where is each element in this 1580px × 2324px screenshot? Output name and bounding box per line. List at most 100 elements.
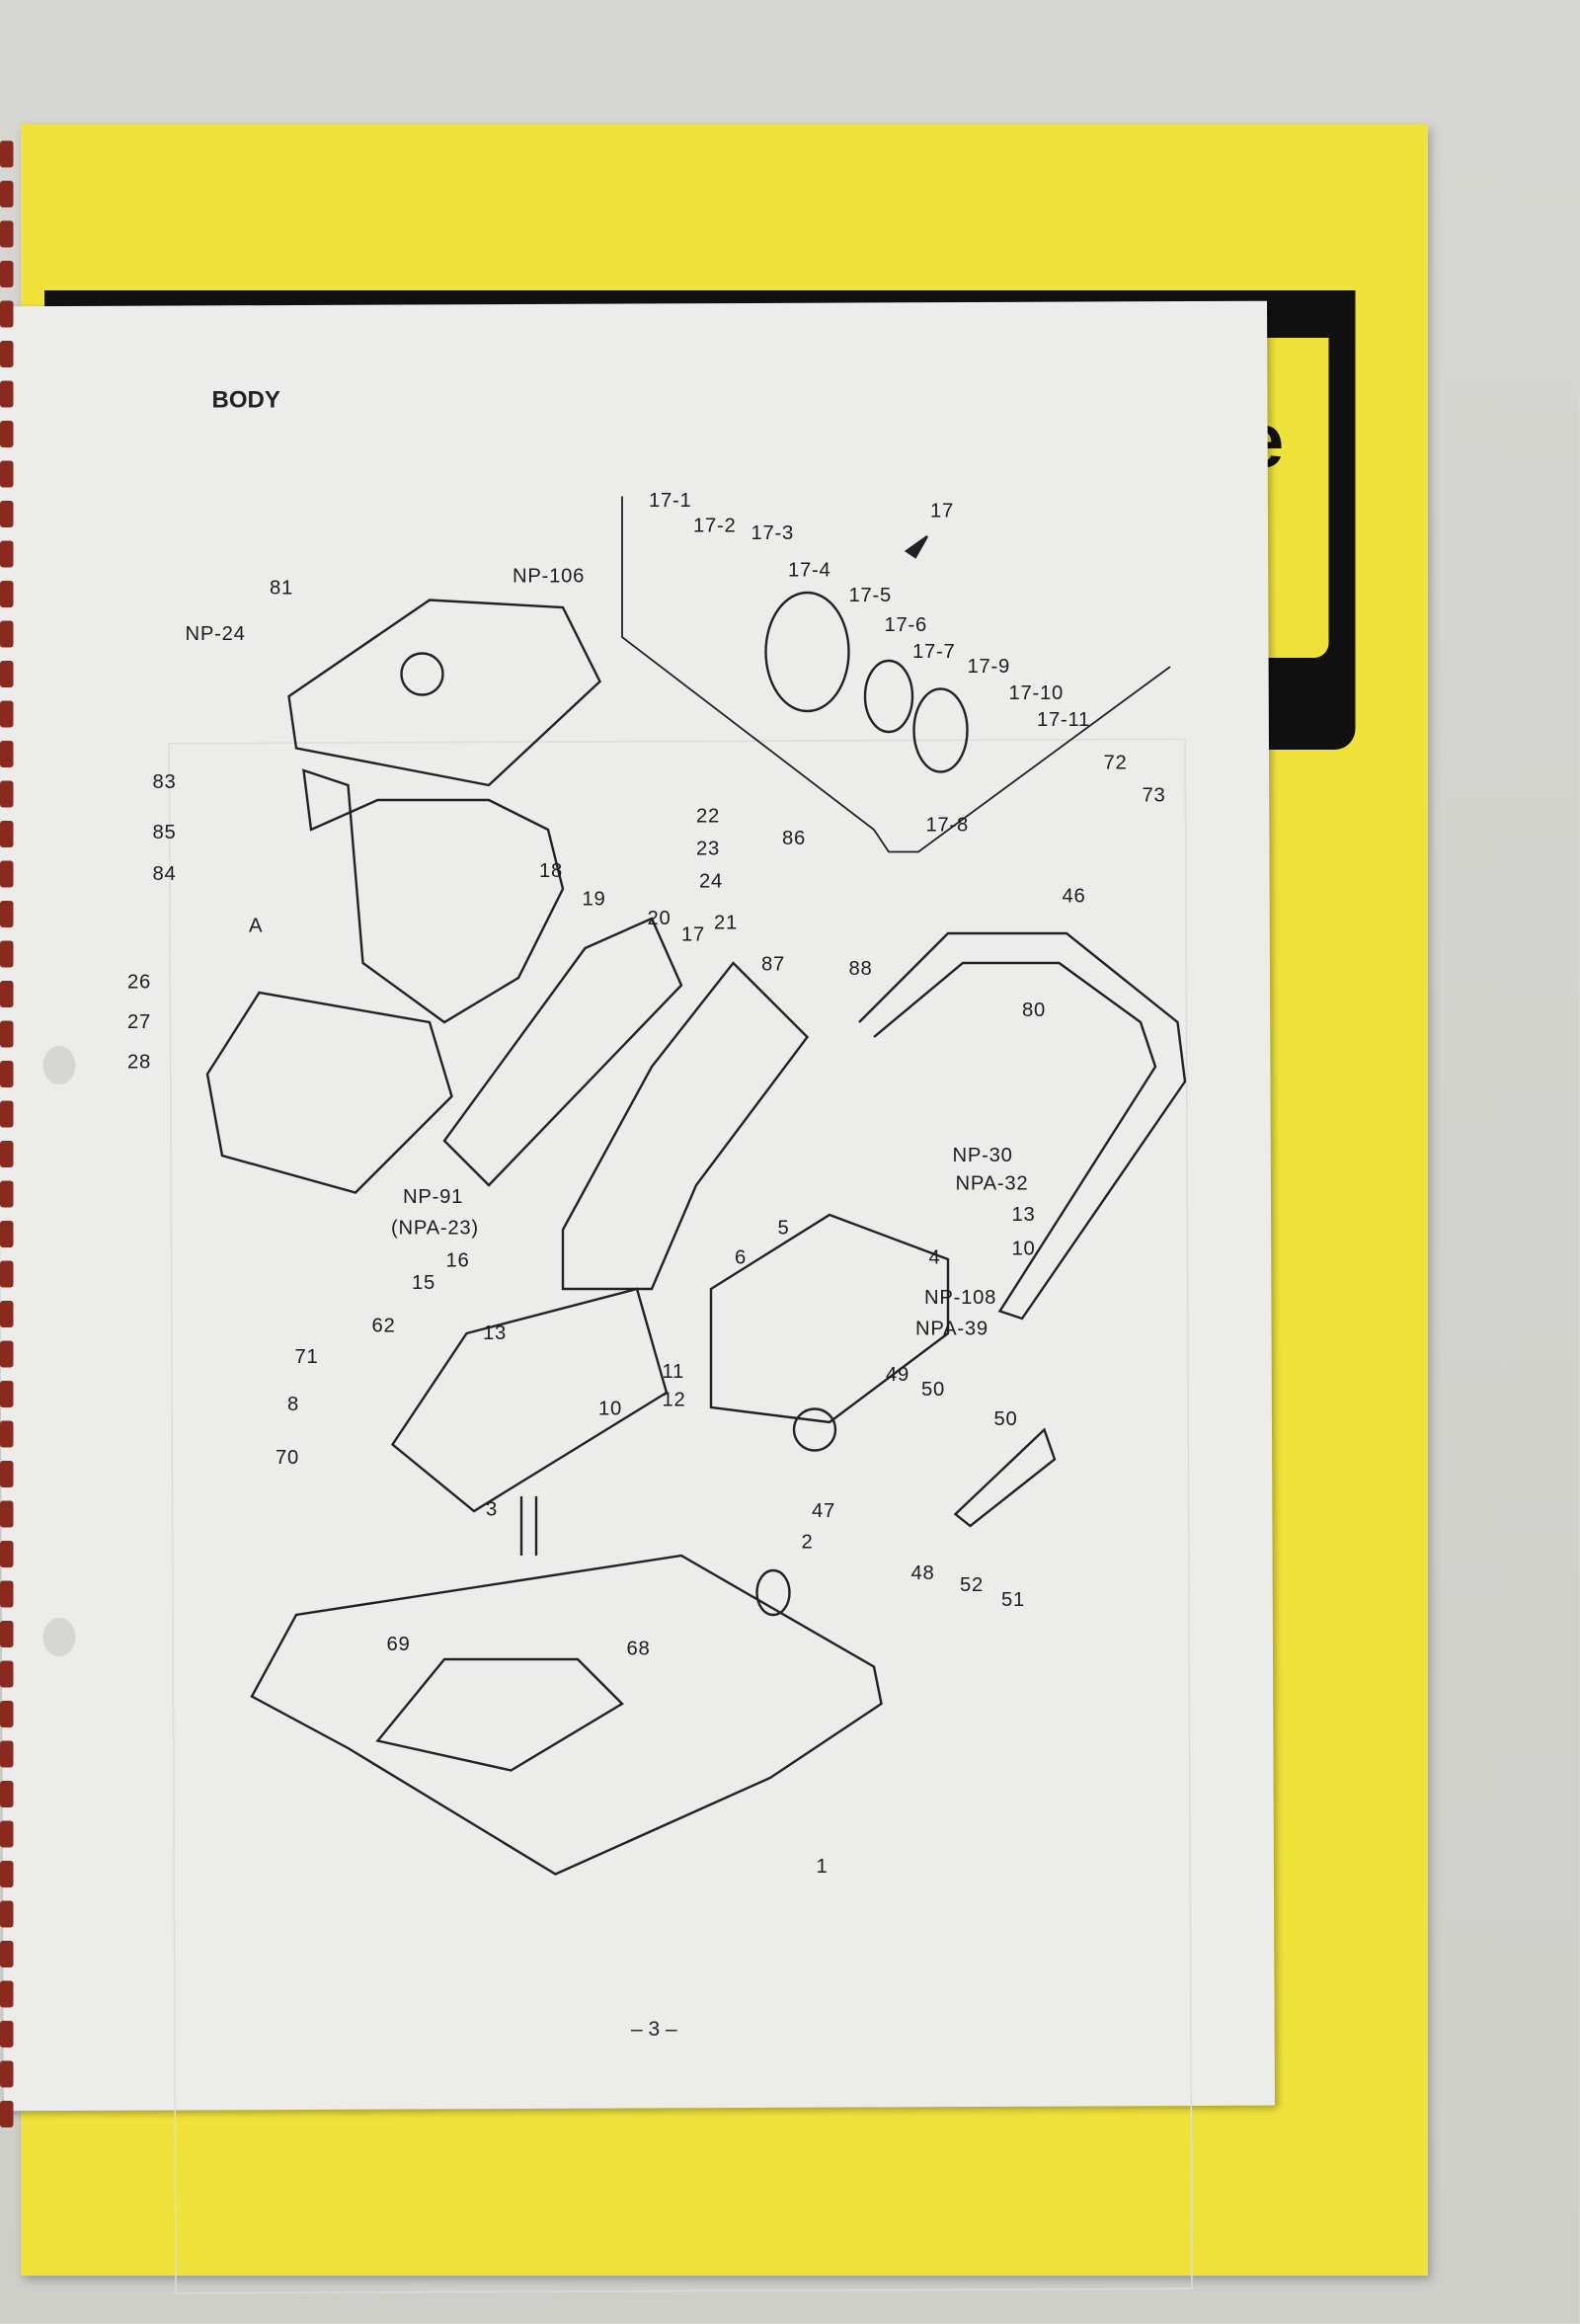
spiral-ring	[0, 1541, 14, 1567]
leader-line	[621, 496, 1171, 853]
callout-label: 1	[816, 1855, 829, 1878]
callout-label: 17-3	[750, 521, 795, 544]
base-plate-window	[375, 1657, 624, 1772]
callout-label: 70	[276, 1446, 300, 1469]
spiral-ring	[0, 1340, 14, 1368]
callout-label: 86	[782, 827, 807, 849]
callout-label: 88	[848, 957, 873, 980]
callout-label: 22	[696, 804, 721, 828]
callout-label: 47	[812, 1499, 836, 1522]
callout-label: 46	[1062, 884, 1086, 908]
spiral-ring	[0, 981, 14, 1007]
callout-label: 17	[930, 499, 955, 522]
callout-label: 11	[662, 1360, 685, 1383]
arrow-icon	[904, 535, 929, 559]
spiral-ring	[0, 1740, 14, 1768]
callout-label: 69	[386, 1633, 411, 1655]
callout-label: 21	[714, 911, 739, 934]
callout-label: 48	[910, 1562, 935, 1584]
spiral-ring	[0, 581, 14, 607]
guide-frame	[390, 1287, 669, 1513]
callout-label: 50	[993, 1407, 1018, 1430]
spiral-ring	[0, 1900, 14, 1928]
callout-label: 26	[127, 970, 152, 994]
clutch-bearing	[863, 659, 914, 734]
frame-box	[709, 1213, 950, 1424]
spiral-ring	[0, 1180, 14, 1208]
v-belt	[442, 917, 683, 1187]
callout-label: 28	[127, 1050, 152, 1074]
callout-label: 52	[960, 1573, 985, 1596]
spiral-ring	[0, 860, 14, 888]
spiral-ring	[0, 1020, 14, 1048]
spiral-ring	[0, 460, 14, 488]
callout-label: 17-1	[649, 489, 692, 512]
spiral-ring	[0, 620, 14, 648]
callout-label: NP-108	[924, 1286, 997, 1309]
callout-label: NP-106	[513, 564, 586, 588]
callout-label: 17-11	[1037, 708, 1091, 731]
callout-label: 17	[681, 922, 706, 946]
spiral-ring	[0, 1381, 14, 1407]
page-number: – 3 –	[631, 2016, 677, 2041]
callout-label: 17-7	[912, 640, 956, 663]
spiral-ring	[0, 700, 14, 728]
callout-label: 3	[486, 1497, 499, 1521]
callout-label: 73	[1142, 783, 1166, 807]
spiral-ring	[0, 2060, 14, 2088]
callout-label: 8	[287, 1393, 300, 1415]
callout-label: 17-4	[788, 558, 831, 582]
callout-label: 50	[921, 1378, 946, 1401]
spiral-ring	[0, 1301, 14, 1327]
callout-label: 17-10	[1008, 681, 1065, 704]
callout-label: 71	[294, 1345, 319, 1368]
callout-label: 62	[371, 1314, 396, 1337]
spiral-ring	[0, 140, 14, 168]
spiral-ring	[0, 540, 14, 568]
callout-label: 20	[647, 907, 672, 929]
page-title: BODY	[211, 388, 280, 414]
spiral-ring	[0, 2021, 14, 2047]
spiral-ring	[0, 220, 14, 248]
spiral-ring	[0, 741, 14, 767]
callout-label: 81	[270, 576, 294, 600]
spiral-ring	[0, 421, 14, 447]
spiral-ring	[0, 341, 14, 367]
callout-label: NPA-39	[915, 1317, 988, 1340]
spiral-ring	[0, 1500, 14, 1528]
callout-label: 84	[152, 862, 177, 885]
spiral-ring	[0, 1941, 14, 1967]
engine-block	[302, 768, 565, 1024]
clutch-drum	[764, 591, 850, 713]
callout-label: 68	[626, 1637, 651, 1660]
callout-label: 2	[801, 1530, 814, 1554]
callout-label: NP-30	[952, 1144, 1013, 1166]
belt-cover	[561, 961, 810, 1291]
callout-label: 17-5	[848, 584, 893, 606]
spiral-ring	[0, 1100, 14, 1128]
callout-label: 80	[1022, 999, 1047, 1021]
spiral-ring	[0, 1580, 14, 1608]
callout-label: 13	[1011, 1203, 1036, 1226]
rubber-mount	[792, 1407, 837, 1452]
callout-label: 17-6	[884, 613, 928, 636]
callout-label: 24	[699, 869, 724, 893]
spiral-ring	[0, 380, 14, 408]
callout-label: 17-9	[967, 655, 1011, 678]
callout-label: 87	[761, 952, 786, 976]
callout-label: 10	[598, 1397, 623, 1420]
spiral-ring	[0, 181, 14, 207]
vibrator-housing	[205, 991, 453, 1194]
spiral-ring	[0, 661, 14, 687]
callout-label: 13	[483, 1322, 508, 1344]
spiral-ring	[0, 1420, 14, 1448]
spiral-ring	[0, 1221, 14, 1247]
callout-label: 17-8	[925, 813, 970, 837]
callout-label: 4	[928, 1245, 941, 1269]
spiral-ring	[0, 1701, 14, 1727]
spiral-ring	[0, 1660, 14, 1688]
spiral-ring	[0, 780, 14, 808]
callout-label: 6	[735, 1245, 748, 1269]
callout-label: 12	[662, 1388, 686, 1411]
